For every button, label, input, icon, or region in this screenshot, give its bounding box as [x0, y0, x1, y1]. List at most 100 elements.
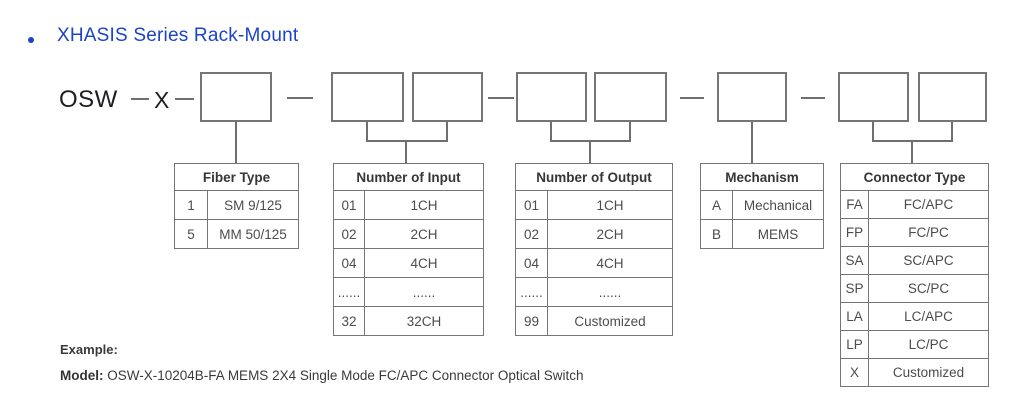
- table-row: ...... ......: [515, 277, 673, 307]
- table-row: 01 1CH: [515, 190, 673, 220]
- code-box-input-digit2: [412, 72, 483, 122]
- table-row: 01 1CH: [333, 190, 484, 220]
- model-line: Model: OSW-X-10204B-FA MEMS 2X4 Single M…: [60, 368, 583, 383]
- table-header: Number of Input: [333, 163, 484, 191]
- connector-line: [405, 142, 407, 163]
- code-cell: A: [700, 190, 733, 220]
- model-label: Model:: [60, 368, 104, 383]
- code-cell: 04: [333, 248, 365, 278]
- table-row: A Mechanical: [700, 190, 824, 220]
- connector-line: [550, 122, 552, 142]
- code-prefix-osw: OSW: [59, 86, 118, 113]
- code-box-input-digit1: [331, 72, 404, 122]
- code-cell: FA: [840, 190, 869, 219]
- code-cell: 02: [333, 219, 365, 249]
- connector-line: [751, 122, 753, 163]
- table-row: 04 4CH: [333, 248, 484, 278]
- table-header: Number of Output: [515, 163, 673, 191]
- table-row: X Customized: [840, 358, 989, 387]
- code-cell: B: [700, 219, 733, 249]
- connector-line: [446, 122, 448, 142]
- value-cell: MM 50/125: [207, 219, 299, 249]
- connector-line: [589, 142, 591, 163]
- code-cell: 1: [174, 190, 208, 220]
- code-cell: 01: [333, 190, 365, 220]
- code-cell: 32: [333, 306, 365, 336]
- value-cell: LC/PC: [868, 330, 989, 359]
- section-title: XHASIS Series Rack-Mount: [57, 25, 299, 46]
- value-cell: FC/PC: [868, 218, 989, 247]
- table-row: SP SC/PC: [840, 274, 989, 303]
- value-cell: ......: [364, 277, 484, 307]
- dash-separator: [801, 97, 825, 99]
- value-cell: 32CH: [364, 306, 484, 336]
- connector-line: [872, 140, 953, 142]
- table-row: FP FC/PC: [840, 218, 989, 247]
- code-box-connector-digit2: [918, 72, 987, 122]
- table-row: LP LC/PC: [840, 330, 989, 359]
- bullet-icon: [28, 37, 34, 43]
- code-box-mechanism: [717, 72, 787, 122]
- code-cell: LA: [840, 302, 869, 331]
- code-cell: ......: [515, 277, 548, 307]
- value-cell: SM 9/125: [207, 190, 299, 220]
- table-header: Mechanism: [700, 163, 824, 191]
- table-header: Fiber Type: [174, 163, 299, 191]
- example-label: Example:: [60, 342, 118, 357]
- value-cell: Mechanical: [732, 190, 824, 220]
- table-row: 02 2CH: [333, 219, 484, 249]
- code-cell: 99: [515, 306, 548, 336]
- value-cell: 1CH: [364, 190, 484, 220]
- dash-separator: [287, 97, 313, 99]
- value-cell: MEMS: [732, 219, 824, 249]
- table-row: FA FC/APC: [840, 190, 989, 219]
- table-row: SA SC/APC: [840, 246, 989, 275]
- table-header: Connector Type: [840, 163, 989, 191]
- dash-separator: [680, 97, 704, 99]
- table-row: 99 Customized: [515, 306, 673, 336]
- value-cell: LC/APC: [868, 302, 989, 331]
- connector-line: [872, 122, 874, 142]
- code-box-connector-digit1: [838, 72, 909, 122]
- value-cell: ......: [547, 277, 673, 307]
- code-cell: ......: [333, 277, 365, 307]
- code-prefix-x: X: [154, 87, 170, 113]
- table-row: 02 2CH: [515, 219, 673, 249]
- code-cell: 5: [174, 219, 208, 249]
- value-cell: 1CH: [547, 190, 673, 220]
- value-cell: 4CH: [547, 248, 673, 278]
- code-cell: FP: [840, 218, 869, 247]
- connector-line: [911, 142, 913, 163]
- number-of-output-table: Number of Output 01 1CH 02 2CH 04 4CH ..…: [515, 163, 673, 336]
- value-cell: Customized: [547, 306, 673, 336]
- connector-line: [951, 122, 953, 142]
- dash-separator: [488, 97, 514, 99]
- code-cell: LP: [840, 330, 869, 359]
- code-cell: X: [840, 358, 869, 387]
- dash-separator: [175, 98, 194, 100]
- value-cell: SC/APC: [868, 246, 989, 275]
- dash-separator: [131, 98, 149, 100]
- connector-line: [366, 122, 368, 142]
- number-of-input-table: Number of Input 01 1CH 02 2CH 04 4CH ...…: [333, 163, 484, 336]
- code-cell: SP: [840, 274, 869, 303]
- connector-line: [235, 122, 237, 163]
- code-cell: SA: [840, 246, 869, 275]
- value-cell: 2CH: [547, 219, 673, 249]
- fiber-type-table: Fiber Type 1 SM 9/125 5 MM 50/125: [174, 163, 299, 249]
- mechanism-table: Mechanism A Mechanical B MEMS: [700, 163, 824, 249]
- code-cell: 02: [515, 219, 548, 249]
- connector-type-table: Connector Type FA FC/APC FP FC/PC SA SC/…: [840, 163, 989, 387]
- connector-line: [366, 140, 448, 142]
- value-cell: SC/PC: [868, 274, 989, 303]
- code-box-output-digit2: [594, 72, 667, 122]
- code-cell: 04: [515, 248, 548, 278]
- table-row: 5 MM 50/125: [174, 219, 299, 249]
- table-row: 1 SM 9/125: [174, 190, 299, 220]
- value-cell: 2CH: [364, 219, 484, 249]
- code-cell: 01: [515, 190, 548, 220]
- code-box-fiber-type: [200, 72, 272, 122]
- connector-line: [550, 140, 631, 142]
- table-row: ...... ......: [333, 277, 484, 307]
